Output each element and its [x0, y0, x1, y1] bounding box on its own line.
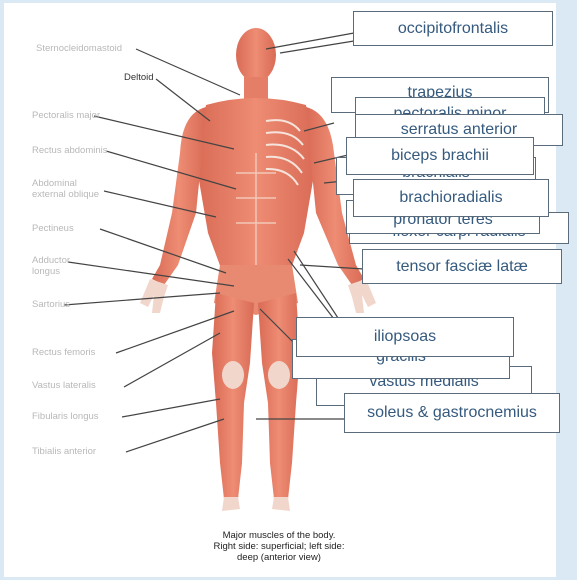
neck-shape — [244, 77, 268, 99]
card-tensor-fasciae-latae[interactable]: tensor fasciæ latæ — [362, 249, 562, 284]
card-occipitofrontalis[interactable]: occipitofrontalis — [353, 11, 553, 46]
label-external-oblique: Abdominal external oblique — [32, 178, 99, 200]
card-biceps-brachii[interactable]: biceps brachii — [346, 137, 534, 175]
left-knee-shape — [222, 361, 244, 389]
left-leg-shape — [212, 293, 254, 499]
head-shape — [236, 28, 276, 82]
right-foot-shape — [272, 497, 290, 511]
label-sartorius: Sartorius — [32, 299, 70, 310]
left-arm-shape — [152, 107, 206, 285]
figure-caption: Major muscles of the body. Right side: s… — [164, 530, 394, 563]
right-hand-shape — [348, 279, 376, 313]
label-rectus-abdominis: Rectus abdominis — [32, 145, 108, 156]
left-foot-shape — [222, 497, 240, 511]
label-vastus-lateralis: Vastus lateralis — [32, 380, 96, 391]
label-pectineus: Pectineus — [32, 223, 74, 234]
card-brachioradialis[interactable]: brachioradialis — [353, 179, 549, 217]
label-deltoid: Deltoid — [124, 72, 154, 83]
right-leg-shape — [258, 293, 300, 499]
label-sternocleidomastoid: Sternocleidomastoid — [36, 43, 122, 54]
label-pectoralis-major: Pectoralis major — [32, 110, 100, 121]
card-iliopsoas[interactable]: iliopsoas — [296, 317, 514, 357]
right-knee-shape — [268, 361, 290, 389]
label-rectus-femoris: Rectus femoris — [32, 347, 95, 358]
card-soleus-gastrocnemius[interactable]: soleus & gastrocnemius — [344, 393, 560, 433]
left-hand-shape — [140, 279, 168, 313]
label-tibialis-anterior: Tibialis anterior — [32, 446, 96, 457]
label-fibularis-longus: Fibularis longus — [32, 411, 99, 422]
label-adductor-longus: Adductor longus — [32, 255, 70, 277]
